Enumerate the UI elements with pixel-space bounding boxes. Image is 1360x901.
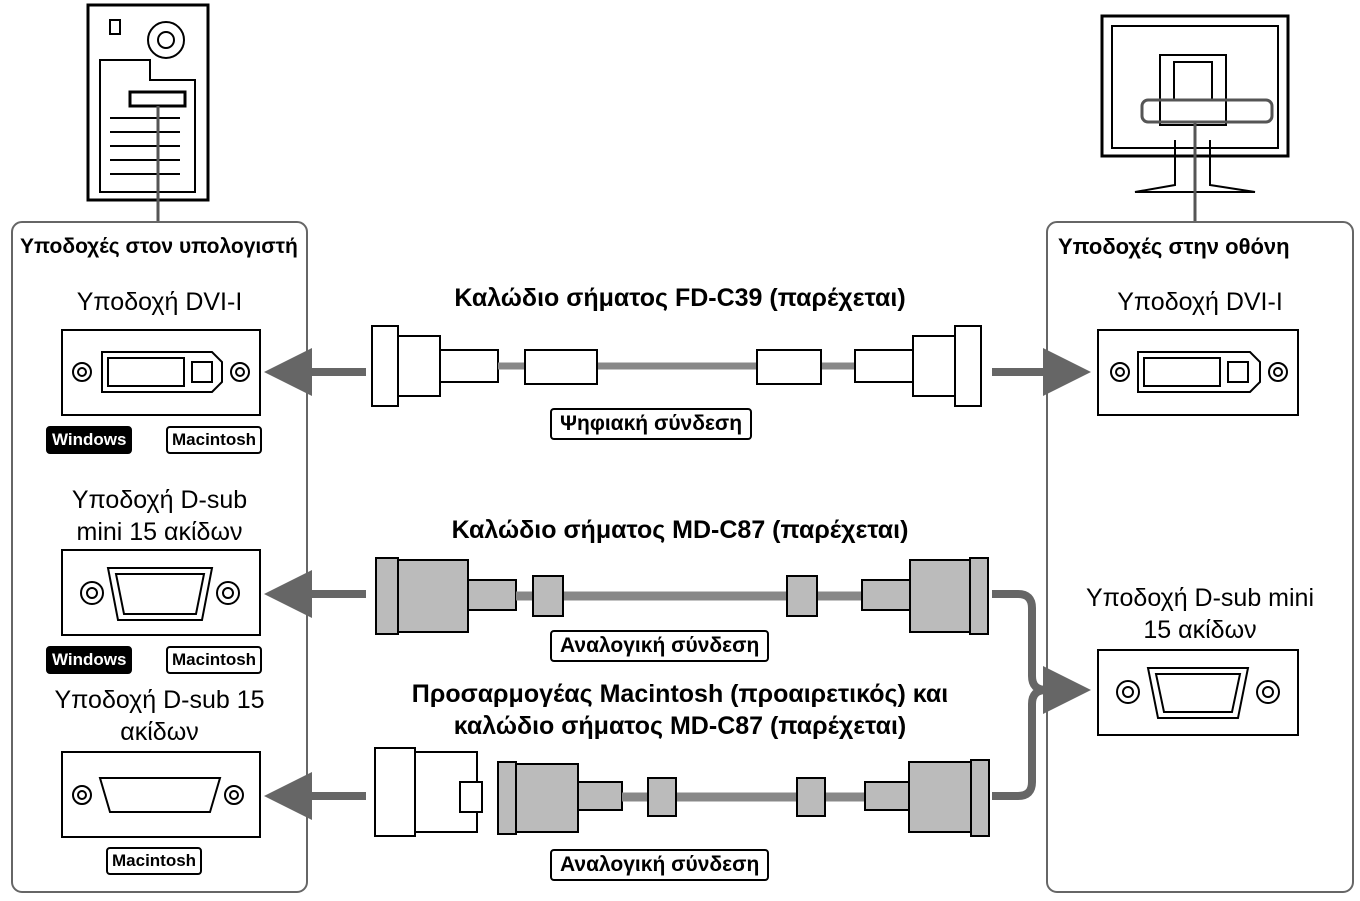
monitor-dvi-port-label: Υποδοχή DVI-I [1117, 288, 1283, 316]
cable-title-mac-adapter: Προσαρμογέας Macintosh (προαιρετικός) κα… [411, 680, 949, 740]
dsub-mini-port-right [1097, 649, 1299, 736]
computer-dsub-port-label: Υποδοχή D-sub 15 ακίδων [54, 686, 265, 746]
mac-adapter-and-cable [374, 747, 990, 837]
windows-badge: Windows [46, 426, 133, 454]
dvi-port-right [1097, 329, 1299, 416]
dsub-port-left [61, 751, 261, 838]
analog-connection-label: Αναλογική σύνδεση [550, 630, 770, 662]
dsub-mini-port-left [61, 549, 261, 636]
computer-ports-panel [11, 221, 308, 893]
computer-dsub-mini-port-label: Υποδοχή D-sub mini 15 ακίδων [71, 486, 248, 546]
analog-cable-md-c87 [375, 557, 989, 635]
monitor-ports-header: Υποδοχές στην οθόνη [1058, 234, 1290, 259]
computer-ports-header: Υποδοχές στον υπολογιστή [20, 235, 298, 258]
dvi-cable-fd-c39 [371, 325, 982, 407]
arrows [264, 348, 1091, 820]
cable-title-md-c87: Καλώδιο σήματος MD-C87 (παρέχεται) [451, 516, 909, 544]
macintosh-badge: Macintosh [166, 426, 263, 454]
monitor-dsub-mini-port-label: Υποδοχή D-sub mini 15 ακίδων [1085, 584, 1315, 644]
cable-title-fd-c39: Καλώδιο σήματος FD-C39 (παρέχεται) [454, 284, 906, 312]
computer-dvi-port-label: Υποδοχή DVI-I [76, 288, 243, 316]
monitor-ports-panel [1046, 221, 1354, 893]
dvi-port-left [61, 329, 261, 416]
windows-badge: Windows [46, 646, 133, 674]
digital-connection-label: Ψηφιακή σύνδεση [550, 408, 753, 440]
analog-connection-label-2: Αναλογική σύνδεση [550, 849, 770, 881]
macintosh-badge: Macintosh [166, 646, 263, 674]
computer-tower-icon [86, 3, 210, 202]
macintosh-badge: Macintosh [106, 847, 203, 875]
